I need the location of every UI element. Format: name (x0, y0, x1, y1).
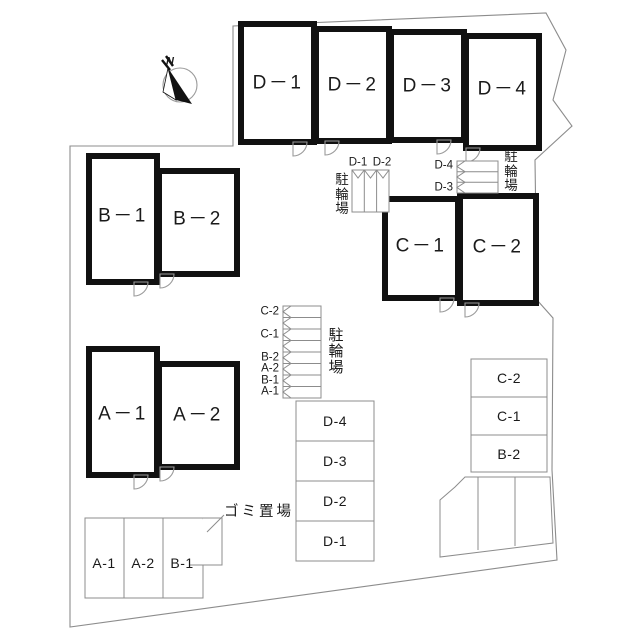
building-label-d-2: D－2 (327, 74, 379, 96)
building-label-b-1: B－1 (98, 205, 148, 227)
bicycle-parking-d34-rack (456, 160, 499, 194)
building-label-b-2: B－2 (173, 208, 223, 230)
parking-stall-label-right-c-1: C-1 (496, 408, 522, 424)
bicycle-stall-label-d-2: D-2 (372, 156, 392, 169)
parking-lot-d-shape (295, 400, 375, 562)
kanji-rin: 輪 (335, 186, 349, 202)
garbage-area-label: ゴミ置場 (224, 503, 294, 520)
building-label-c-2: C－2 (472, 236, 524, 258)
parking-stall-label-bottom-a-2: A-2 (131, 555, 155, 571)
compass-north-label: N (166, 55, 174, 68)
building-c (382, 193, 539, 318)
kanji-chu: 駐 (335, 172, 349, 187)
bicycle-stall-label-a-1-pos: A-1 (261, 385, 279, 398)
kanji-rin: 輪 (328, 343, 344, 361)
building-label-d-4: D－4 (477, 78, 529, 100)
kanji-chu: 駐 (504, 149, 518, 164)
parking-stall-label-d-1: D-1 (322, 533, 348, 549)
building-b (86, 153, 240, 297)
bicycle-parking-d34-title: 駐 輪 場 (504, 149, 518, 194)
building-label-d-3: D－3 (402, 75, 454, 97)
kanji-chu: 駐 (328, 327, 344, 344)
kanji-jo: 場 (335, 201, 349, 217)
building-d-row (238, 21, 542, 163)
parking-stall-label-right-b-2: B-2 (497, 446, 521, 462)
bicycle-parking-main-title: 駐 輪 場 (328, 327, 344, 377)
parking-stall-label-d-4: D-4 (322, 413, 348, 429)
bicycle-parking-d12-title: 駐 輪 場 (335, 172, 349, 217)
parking-lot-unlabeled-shape (439, 476, 554, 558)
kanji-rin: 輪 (504, 163, 518, 179)
bicycle-stall-label-d-1: D-1 (348, 156, 368, 169)
parking-lot-right-shape (470, 358, 548, 473)
building-label-c-1: C－1 (395, 235, 447, 257)
bicycle-stall-label-d-3: D-3 (434, 181, 453, 194)
parking-stall-label-bottom-b-1: B-1 (170, 555, 194, 571)
bicycle-stall-label-a-2-pos: A-2 (261, 362, 279, 375)
kanji-jo: 場 (328, 359, 344, 377)
parking-stall-label-d-2: D-2 (322, 493, 348, 509)
bicycle-stall-label-b-2: B-2 (261, 351, 279, 364)
building-label-a-1: A－1 (98, 403, 148, 425)
kanji-jo: 場 (504, 178, 518, 194)
bicycle-stall-label-c-1: C-1 (260, 328, 279, 341)
parking-stall-label-d-3: D-3 (322, 453, 348, 469)
bicycle-parking-main-rack (282, 305, 322, 399)
compass-icon (161, 55, 198, 104)
bicycle-parking-d12-rack (351, 169, 390, 213)
building-label-d-1: D－1 (252, 72, 304, 94)
bicycle-stall-label-c-2: C-2 (260, 305, 279, 318)
bicycle-stall-label-b-1: B-1 (261, 374, 279, 387)
parking-stall-label-right-c-2: C-2 (496, 370, 522, 386)
building-label-a-2: A－2 (173, 404, 223, 426)
building-a (86, 346, 240, 490)
parking-stall-label-bottom-a-1: A-1 (92, 555, 116, 571)
parking-lot-bottom-shape (84, 514, 225, 599)
bicycle-stall-label-d-4: D-4 (434, 159, 453, 172)
